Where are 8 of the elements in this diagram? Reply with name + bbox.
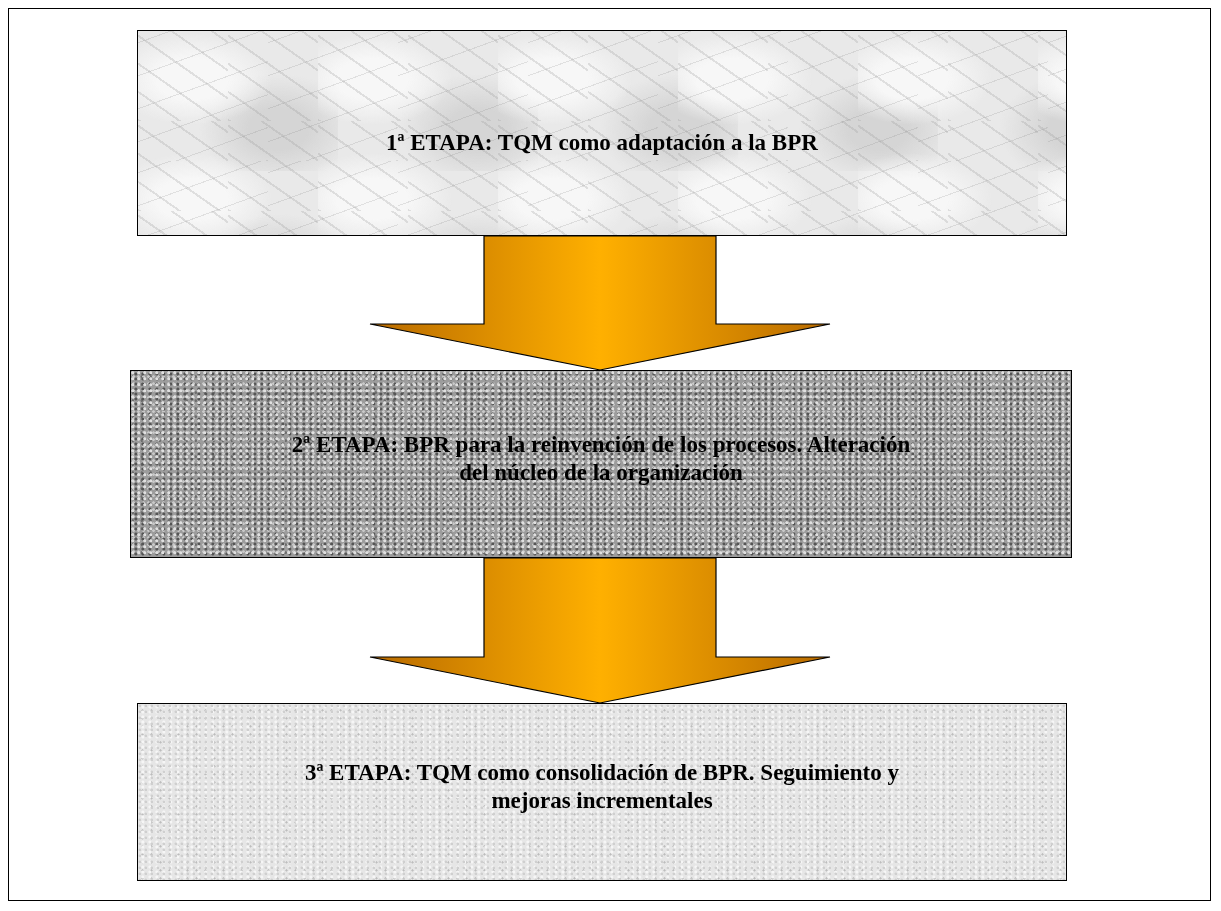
stage-title: 1ª ETAPA: TQM como adaptación a la BPR <box>386 129 818 157</box>
stage-title: 2ª ETAPA: BPR para la reinvención de los procesos. Alteración del núcleo de la organización <box>290 431 912 487</box>
block-arrow <box>369 235 831 371</box>
stage-title: 3ª ETAPA: TQM como consolidación de BPR. Seguimiento y mejoras incrementales <box>303 759 900 815</box>
block-arrow <box>369 557 831 704</box>
stage-box <box>137 30 1067 236</box>
stage-box <box>137 703 1067 881</box>
stage-box <box>130 370 1072 558</box>
